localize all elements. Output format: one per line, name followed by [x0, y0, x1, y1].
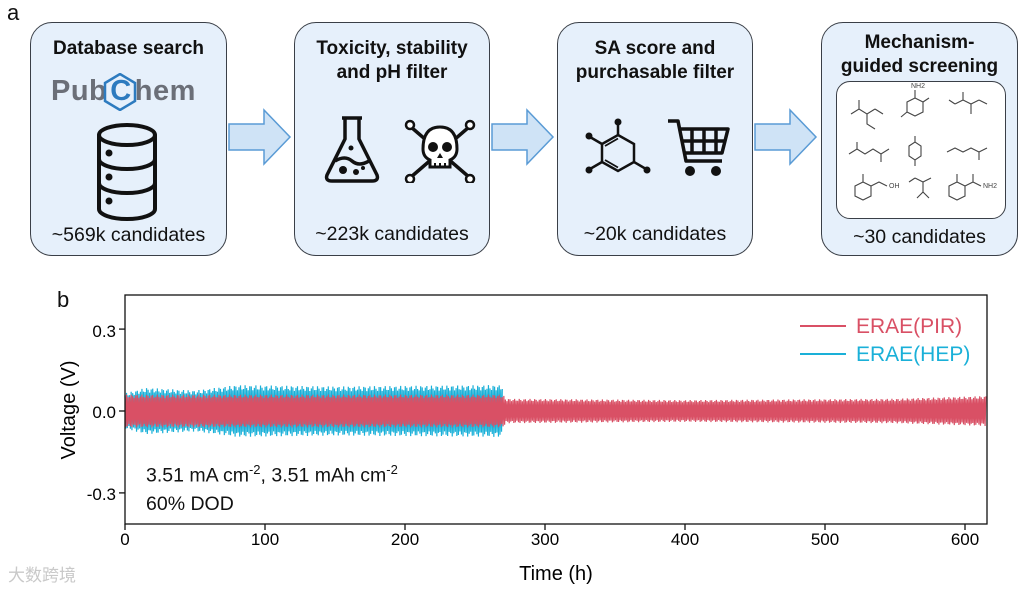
molecule-structures-icon: NH2 OH NH2 [848, 83, 997, 201]
step-title: Mechanism- guided screening [822, 31, 1017, 79]
step-title: Database search [31, 37, 226, 61]
step-title-line: purchasable filter [575, 62, 735, 83]
legend-label-hep: ERAE(HEP) [856, 343, 970, 366]
test-conditions: 3.51 mA cm-2, 3.51 mAh cm-2 60% DOD [146, 456, 398, 518]
step-mechanism-screening: Mechanism- guided screening NH2 OH [821, 22, 1018, 256]
skull-crossbones-icon [404, 119, 476, 183]
x-tick-label: 600 [951, 530, 979, 549]
plot-frame [124, 294, 988, 525]
molecule-label-nh2: NH2 [911, 83, 925, 90]
database-icon [97, 123, 157, 221]
condition-dod: 60% DOD [146, 492, 234, 515]
step-count: ~20k candidates [583, 223, 727, 245]
shopping-cart-icon [668, 119, 730, 176]
axis-ticks [119, 328, 966, 530]
x-axis-label: Time (h) [519, 563, 593, 585]
step-title-line: Mechanism- [864, 32, 975, 53]
flask-icon [324, 116, 380, 183]
y-tick-label: -0.3 [87, 485, 116, 504]
arrow-right-icon [491, 108, 555, 166]
step-title: Toxicity, stability and pH filter [295, 37, 489, 85]
x-tick-label: 200 [391, 530, 419, 549]
step-title-line: guided screening [840, 56, 999, 77]
molecule-icon [585, 118, 651, 174]
condition-current-capacity: 3.51 mA cm-2, 3.51 mAh cm-2 [146, 462, 398, 487]
legend-label-pir: ERAE(PIR) [856, 315, 962, 338]
arrow-right-icon [754, 108, 818, 166]
pubchem-logo-mid: C [110, 75, 132, 107]
step-count: ~223k candidates [315, 223, 469, 245]
step-count: ~30 candidates [853, 226, 986, 248]
series-pir-trace [124, 394, 987, 428]
y-axis-label: Voltage (V) [58, 361, 80, 460]
voltage-time-chart: 0.3 0.0 -0.3 0 100 200 300 400 500 600 T… [58, 294, 988, 585]
step-count: ~569k candidates [51, 224, 206, 246]
step-title-line: SA score and [594, 38, 716, 59]
molecule-label-nh2b: NH2 [983, 183, 997, 190]
x-tick-label: 0 [120, 530, 129, 549]
panel-b-label: b [57, 287, 70, 312]
pubchem-logo-pre: Pub [51, 75, 108, 107]
x-tick-label: 300 [531, 530, 559, 549]
y-tick-label: 0.0 [92, 403, 116, 422]
step-title-line: and pH filter [336, 62, 448, 83]
molecule-grid: NH2 OH NH2 [836, 81, 1006, 219]
series-line-eraepir [124, 394, 987, 428]
step-title-line: Toxicity, stability [316, 38, 468, 59]
step-sa-score-filter: SA score and purchasable filter ~20k can… [557, 22, 753, 256]
pubchem-logo-hex: C [104, 73, 137, 111]
x-tick-label: 400 [671, 530, 699, 549]
panel-a-label: a [7, 0, 20, 25]
arrow-right-icon [228, 108, 292, 166]
x-tick-label: 100 [251, 530, 279, 549]
pubchem-logo-post: hem [134, 75, 196, 107]
molecule-label-oh: OH [889, 183, 900, 190]
x-tick-label: 500 [811, 530, 839, 549]
step-toxicity-filter: Toxicity, stability and pH filter ~223k … [294, 22, 490, 256]
watermark: 大数跨境 [8, 566, 76, 585]
step-title-line: Database search [52, 38, 205, 59]
y-tick-label: 0.3 [92, 322, 116, 341]
step-title: SA score and purchasable filter [558, 37, 752, 85]
